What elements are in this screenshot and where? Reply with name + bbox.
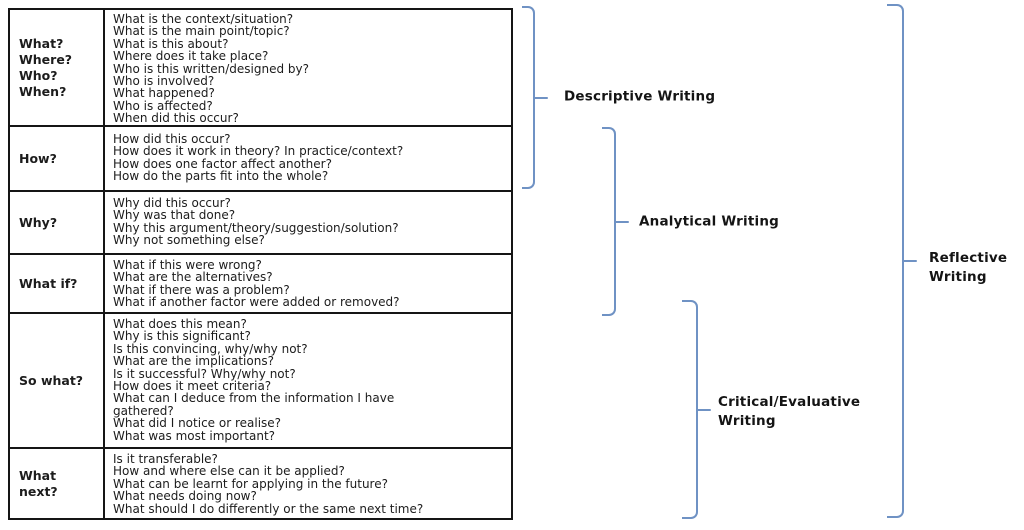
question-line: How does one factor affect another?: [113, 156, 332, 171]
row-label: What next?: [10, 449, 105, 518]
question-line: Who is affected?: [113, 98, 213, 113]
question-cell: What does this mean? Why is this signifi…: [105, 314, 511, 447]
question-line: What is the context/situation?: [113, 12, 294, 26]
question-line: Why did this occur?: [113, 196, 231, 210]
question-line: Why not something else?: [113, 233, 265, 248]
question-line: How do the parts fit into the whole?: [113, 169, 329, 184]
question-line: How did this occur?: [113, 132, 231, 146]
question-line: How does it work in theory? In practice/…: [113, 144, 404, 159]
question-line: What are the implications?: [113, 354, 274, 369]
critical-evaluative-bracket: [682, 300, 711, 519]
table-row-what-where-who-when: What? Where? Who? When? What is the cont…: [10, 10, 511, 127]
question-line: What is this about?: [113, 36, 229, 51]
question-line: What can be learnt for applying in the f…: [113, 476, 388, 491]
question-line: What if another factor were added or rem…: [113, 295, 400, 310]
question-line: Why this argument/theory/suggestion/solu…: [113, 220, 399, 235]
analytical-bracket: [602, 127, 629, 316]
descriptive-bracket: [522, 6, 548, 189]
question-line: Is it successful? Why/why not?: [113, 366, 296, 381]
question-line: Who is involved?: [113, 74, 215, 89]
question-line: Why is this significant?: [113, 329, 251, 344]
reflective-bracket: [887, 4, 917, 518]
question-line: Is it transferable?: [113, 452, 218, 466]
question-line: What should I do differently or the same…: [113, 501, 424, 516]
critical-evaluative-writing-label: Critical/Evaluative Writing: [718, 394, 861, 429]
question-line: What can I deduce from the information I…: [113, 391, 395, 418]
bracket-tick: [902, 260, 917, 262]
question-line: How does it meet criteria?: [113, 379, 272, 394]
question-line: What are the alternatives?: [113, 270, 273, 285]
row-label: Why?: [10, 192, 105, 253]
row-label: How?: [10, 127, 105, 190]
question-line: Is this convincing, why/why not?: [113, 341, 308, 356]
question-cell: What if this were wrong? What are the al…: [105, 255, 511, 312]
question-line: What if this were wrong?: [113, 258, 262, 272]
row-label: What if?: [10, 255, 105, 312]
bracket-tick: [533, 96, 548, 99]
question-line: What did I notice or realise?: [113, 416, 282, 431]
question-table: What? Where? Who? When? What is the cont…: [8, 8, 513, 520]
table-row-why: Why? Why did this occur? Why was that do…: [10, 192, 511, 255]
row-label: So what?: [10, 314, 105, 447]
question-cell: What is the context/situation? What is t…: [105, 10, 511, 125]
question-line: What needs doing now?: [113, 489, 257, 504]
row-label: What? Where? Who? When?: [10, 10, 105, 125]
bracket-tick: [696, 408, 711, 411]
descriptive-writing-label: Descriptive Writing: [564, 88, 716, 105]
question-line: What is the main point/topic?: [113, 24, 290, 39]
analytical-writing-label: Analytical Writing: [639, 213, 780, 230]
question-line: What if there was a problem?: [113, 282, 290, 297]
question-cell: Is it transferable? How and where else c…: [105, 449, 511, 518]
question-line: Why was that done?: [113, 208, 236, 223]
question-line: What happened?: [113, 86, 215, 101]
question-line: How and where else can it be applied?: [113, 464, 345, 479]
question-cell: Why did this occur? Why was that done? W…: [105, 192, 511, 253]
question-line: What was most important?: [113, 428, 276, 443]
table-row-what-if: What if? What if this were wrong? What a…: [10, 255, 511, 314]
question-line: What does this mean?: [113, 317, 247, 331]
table-row-so-what: So what? What does this mean? Why is thi…: [10, 314, 511, 449]
question-cell: How did this occur? How does it work in …: [105, 127, 511, 190]
table-row-what-next: What next? Is it transferable? How and w…: [10, 449, 511, 518]
bracket-tick: [614, 220, 629, 223]
question-line: Who is this written/designed by?: [113, 61, 309, 76]
table-row-how: How? How did this occur? How does it wor…: [10, 127, 511, 192]
question-line: Where does it take place?: [113, 49, 269, 64]
reflective-writing-label: Reflective Writing: [929, 250, 1008, 285]
question-line: When did this occur?: [113, 111, 239, 126]
